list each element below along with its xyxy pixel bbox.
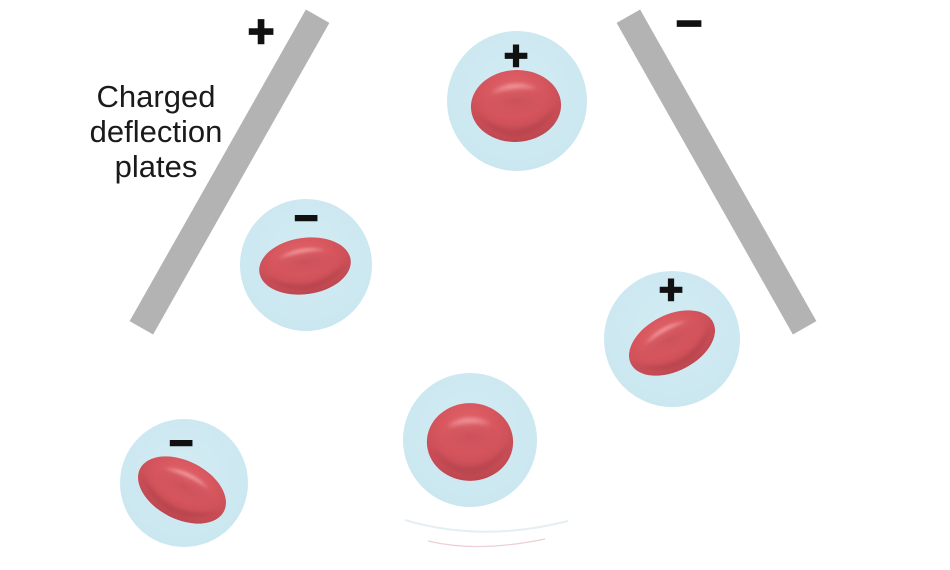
droplet-top-center: +	[447, 31, 587, 171]
droplet-bottom-left: −	[120, 419, 248, 547]
plate-charge-negative: −	[675, 0, 703, 49]
droplet-bottom-center	[403, 373, 537, 507]
droplet-charge-sign: −	[293, 194, 319, 241]
droplet-upper-left: −	[240, 194, 372, 331]
red-blood-cell-icon	[254, 231, 355, 302]
droplet-charge-sign: −	[168, 419, 194, 466]
droplet-charge-sign: +	[503, 32, 529, 79]
plate-charge-positive: +	[247, 5, 275, 57]
droplet-charge-sign: +	[658, 266, 684, 313]
caption-charged-deflection-plates: Charged deflection plates	[89, 79, 223, 184]
droplet-middle-right: +	[604, 266, 740, 407]
red-blood-cell-icon	[426, 402, 514, 482]
